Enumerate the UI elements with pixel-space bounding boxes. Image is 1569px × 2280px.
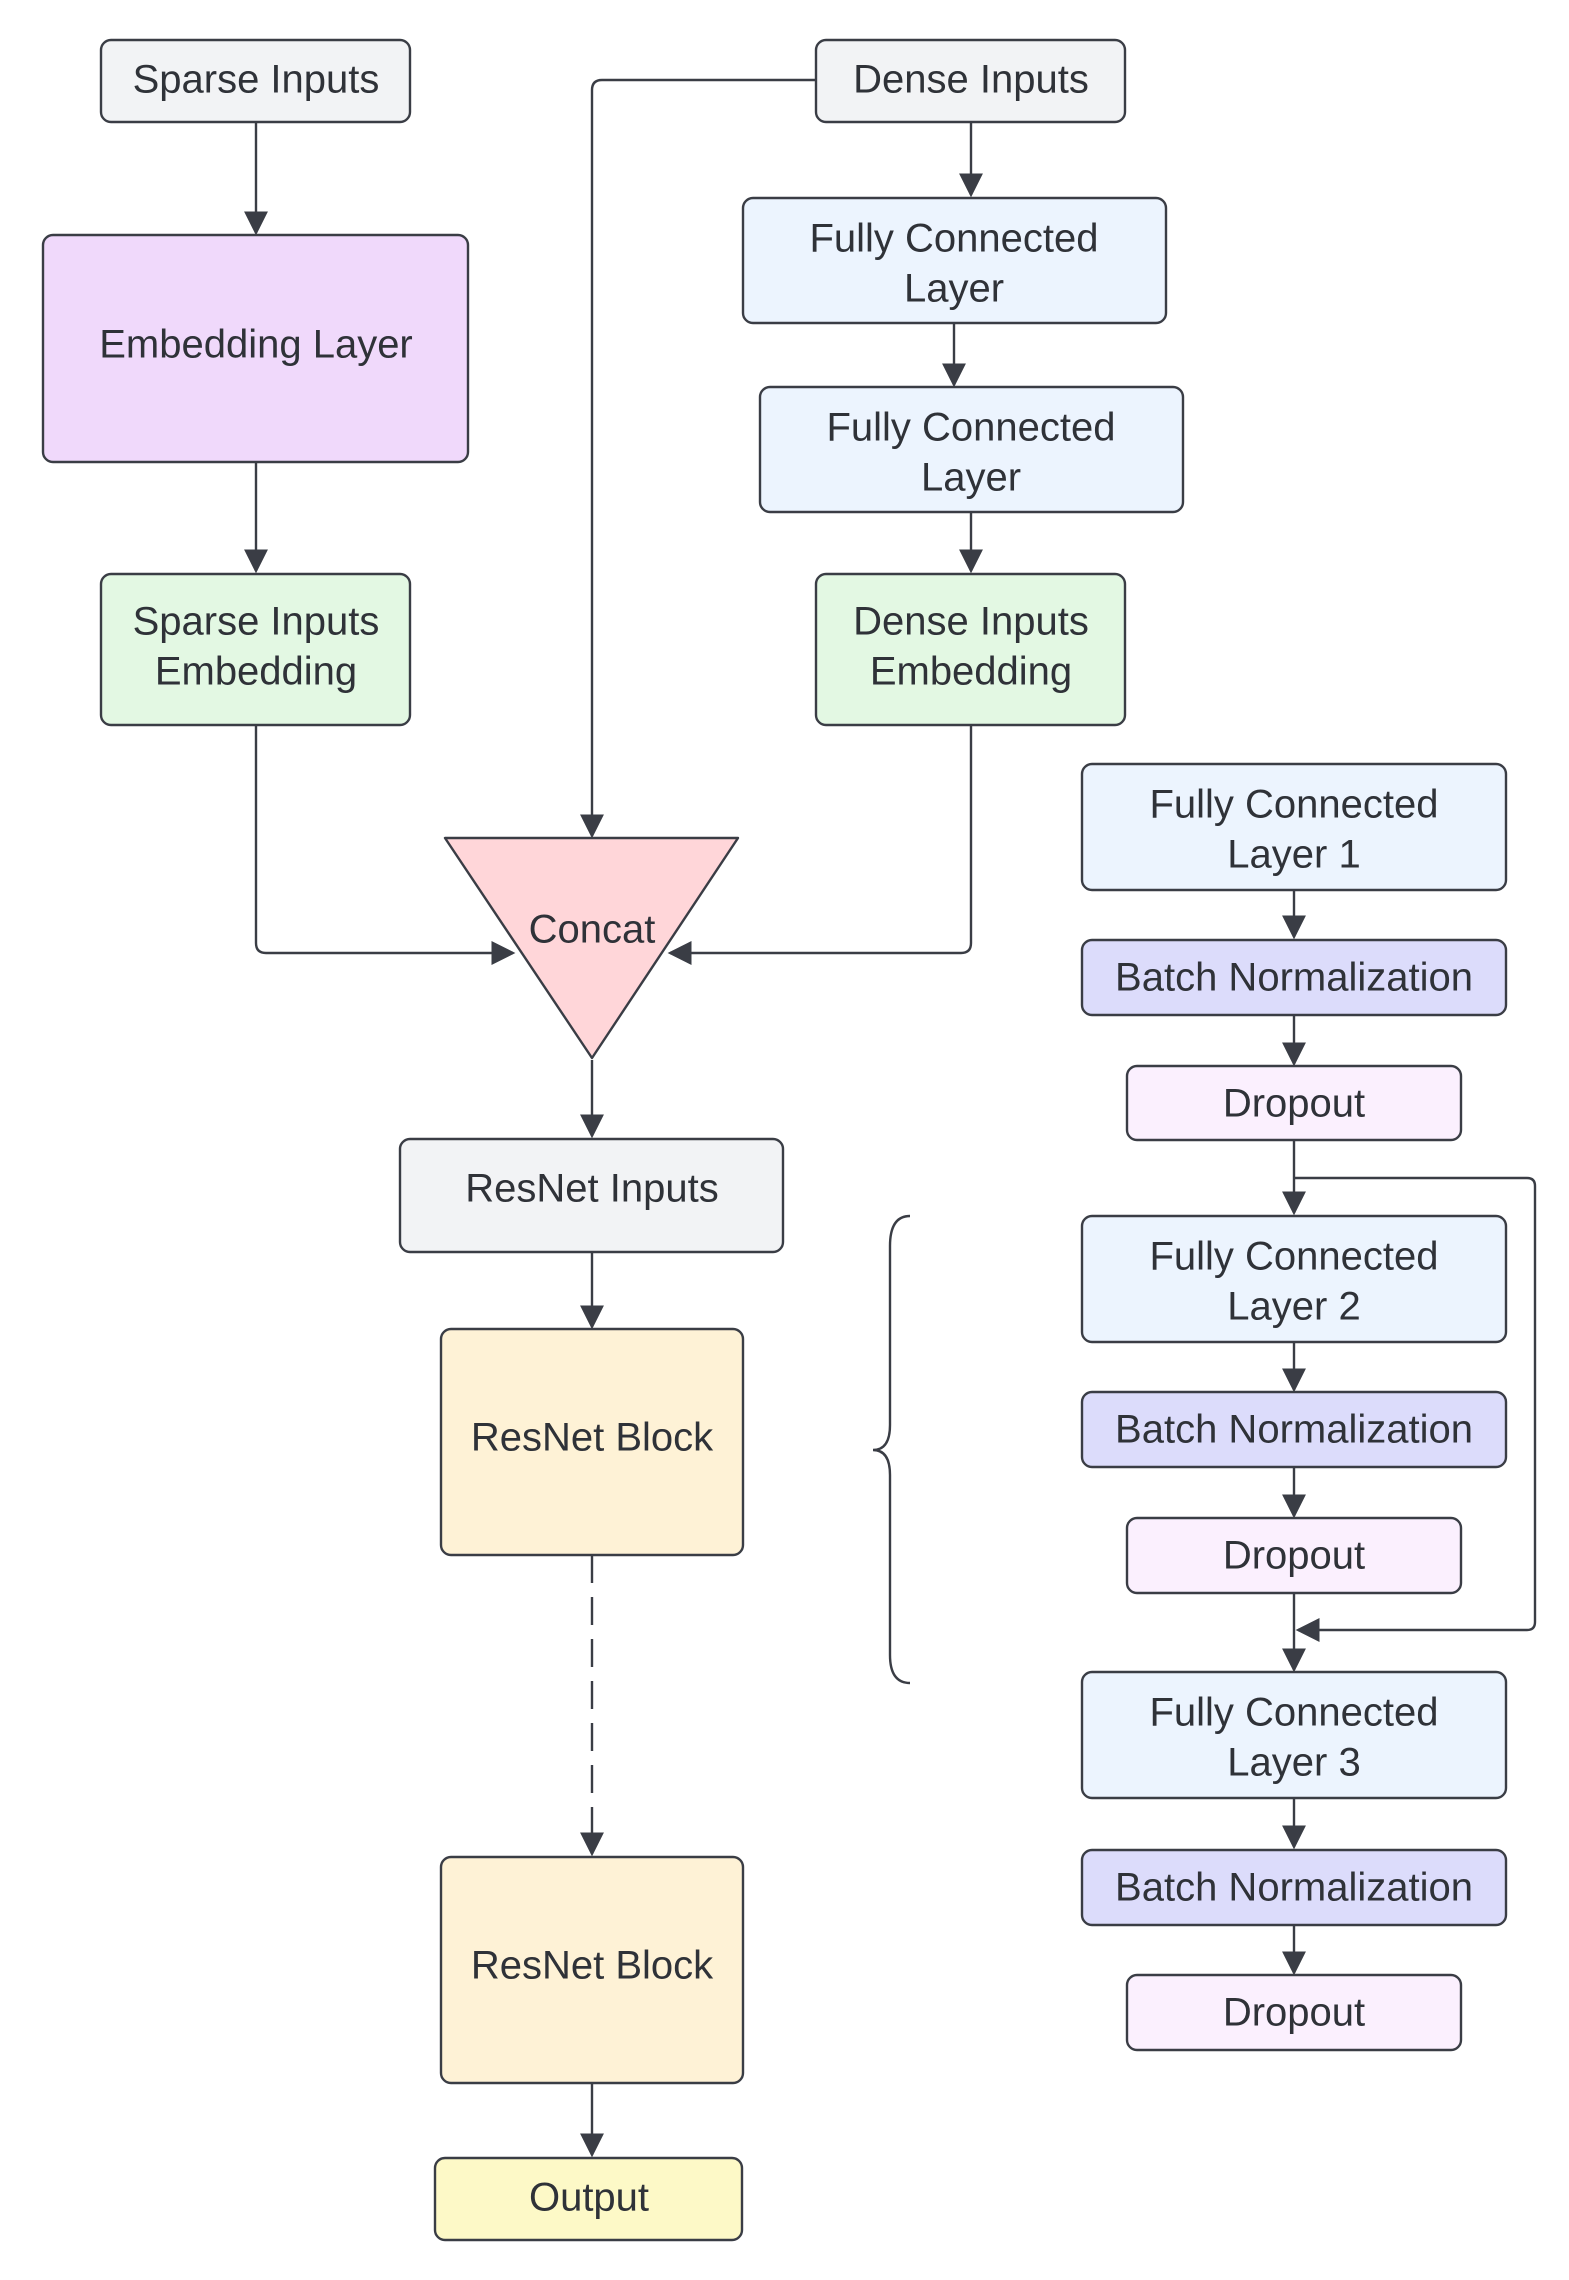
node-label-line-1: Fully Connected <box>1149 1235 1438 1279</box>
node-batch-normalization-2: Batch Normalization <box>1080 1390 1508 1469</box>
node-label: Dropout <box>1223 1534 1365 1578</box>
node-label: Batch Normalization <box>1115 956 1473 1000</box>
node-fully-connected-layer-a: Fully Connected Layer <box>741 196 1168 325</box>
node-fully-connected-layer-1: Fully Connected Layer 1 <box>1080 762 1508 892</box>
edge-sparse-embedding-to-concat <box>254 725 516 965</box>
node-label-line-1: Fully Connected <box>826 406 1115 450</box>
node-label-line-2: Layer 3 <box>1227 1741 1360 1785</box>
node-fully-connected-layer-2: Fully Connected Layer 2 <box>1080 1214 1508 1344</box>
node-label: ResNet Block <box>471 1416 714 1460</box>
node-label-line-2: Embedding <box>155 650 357 694</box>
node-resnet-inputs: ResNet Inputs <box>398 1137 785 1254</box>
node-label: Embedding Layer <box>99 323 413 367</box>
node-label-line-1: Fully Connected <box>809 217 1098 261</box>
node-label: Dense Inputs <box>853 58 1089 102</box>
node-dropout-3: Dropout <box>1125 1973 1463 2052</box>
node-sparse-inputs: Sparse Inputs <box>99 38 412 124</box>
node-label-line-2: Layer 2 <box>1227 1285 1360 1329</box>
node-label: ResNet Inputs <box>465 1167 718 1211</box>
node-fully-connected-layer-3: Fully Connected Layer 3 <box>1080 1670 1508 1800</box>
edge-dense-embedding-to-concat <box>667 725 973 965</box>
edge-dense-to-concat <box>580 78 816 839</box>
node-label: ResNet Block <box>471 1944 714 1988</box>
node-label: Dropout <box>1223 1082 1365 1126</box>
node-label-line-1: Dense Inputs <box>853 600 1089 644</box>
node-fully-connected-layer-b: Fully Connected Layer <box>758 385 1185 514</box>
node-output: Output <box>433 2156 744 2242</box>
node-label: Dropout <box>1223 1991 1365 2035</box>
node-label-line-2: Layer 1 <box>1227 833 1360 877</box>
node-label-line-2: Layer <box>904 267 1004 311</box>
node-batch-normalization-3: Batch Normalization <box>1080 1848 1508 1927</box>
edges-main <box>244 78 983 2158</box>
node-label: Sparse Inputs <box>133 58 380 102</box>
node-dropout-2: Dropout <box>1125 1516 1463 1595</box>
node-label-line-1: Fully Connected <box>1149 783 1438 827</box>
node-label-line-1: Fully Connected <box>1149 1691 1438 1735</box>
node-dropout-1: Dropout <box>1125 1064 1463 1142</box>
edges-detail <box>1282 890 1537 1976</box>
node-batch-normalization-1: Batch Normalization <box>1080 938 1508 1017</box>
node-label: Output <box>529 2176 649 2220</box>
node-concat: Concat <box>443 836 740 1060</box>
node-label: Concat <box>529 908 656 952</box>
edge-skip-connection <box>1294 1176 1537 1642</box>
node-sparse-inputs-embedding: Sparse Inputs Embedding <box>99 572 412 727</box>
node-label-line-2: Layer <box>921 456 1021 500</box>
node-embedding-layer: Embedding Layer <box>41 233 470 464</box>
node-label: Batch Normalization <box>1115 1866 1473 1910</box>
node-resnet-block-1: ResNet Block <box>439 1327 745 1557</box>
node-resnet-block-2: ResNet Block <box>439 1855 745 2085</box>
node-label-line-1: Sparse Inputs <box>133 600 380 644</box>
node-label-line-2: Embedding <box>870 650 1072 694</box>
node-label: Batch Normalization <box>1115 1408 1473 1452</box>
node-dense-inputs: Dense Inputs <box>814 38 1127 124</box>
curly-brace <box>872 1214 911 1685</box>
node-dense-inputs-embedding: Dense Inputs Embedding <box>814 572 1127 727</box>
